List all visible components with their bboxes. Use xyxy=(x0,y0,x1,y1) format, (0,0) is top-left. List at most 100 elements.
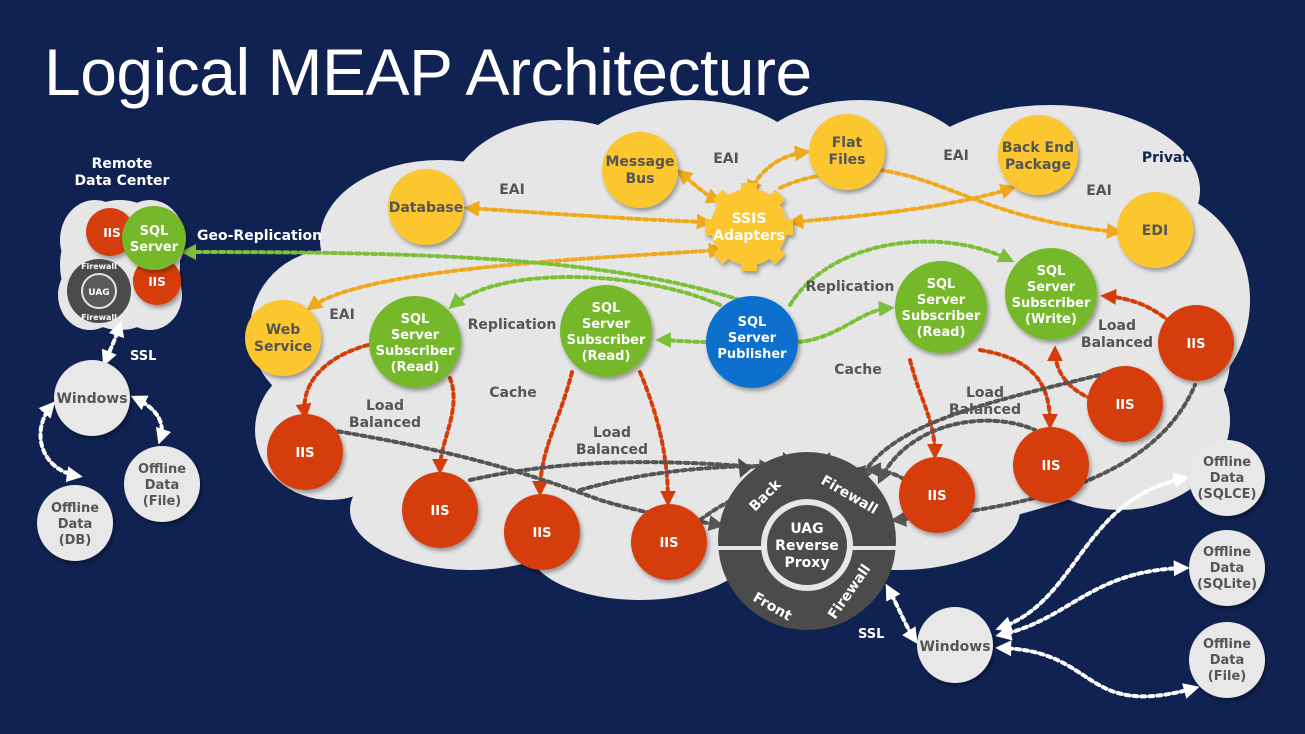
replication-arrow-write xyxy=(788,239,1015,307)
remote-iis-top: IIS xyxy=(86,208,134,256)
client-windows-node[interactable]: Windows xyxy=(917,607,993,683)
database-node: Database xyxy=(388,169,464,245)
svg-text:IIS: IIS xyxy=(1041,459,1060,474)
geo-replication-arrow xyxy=(180,244,742,302)
svg-text:Firewall: Firewall xyxy=(81,262,117,271)
arrow-windows-db xyxy=(38,401,83,483)
lb-arrow-4 xyxy=(638,370,676,507)
remote-uag: UAG Firewall Firewall xyxy=(67,259,131,323)
cache-label-2: Cache xyxy=(834,362,881,378)
eai-label-2: EAI xyxy=(713,151,739,167)
remote-ssl-label: SSL xyxy=(130,349,156,364)
svg-text:IIS: IIS xyxy=(430,504,449,519)
svg-text:IIS: IIS xyxy=(1186,337,1205,352)
lb-arrow-5 xyxy=(908,358,943,460)
ssl-arrow-remote xyxy=(101,320,125,367)
eai-label-5: EAI xyxy=(329,307,355,323)
replication-label-2: Replication xyxy=(806,279,895,295)
svg-text:UAG: UAG xyxy=(88,288,109,298)
proxy-arrow-6 xyxy=(857,368,1122,485)
lb-arrow-2 xyxy=(432,376,456,475)
lb-arrow-8 xyxy=(1100,288,1172,324)
svg-text:IIS: IIS xyxy=(295,446,314,461)
iis-node-7: IIS xyxy=(1087,366,1163,442)
iis-node-4: IIS xyxy=(631,504,707,580)
eai-arrow-web-service xyxy=(306,242,725,311)
svg-text:Firewall: Firewall xyxy=(81,313,117,322)
svg-text:IIS: IIS xyxy=(659,536,678,551)
iis-node-8: IIS xyxy=(1158,305,1234,381)
eai-label-3: EAI xyxy=(943,148,969,164)
iis-node-6: IIS xyxy=(1013,427,1089,503)
svg-text:IIS: IIS xyxy=(927,489,946,504)
eai-arrow-edi xyxy=(878,168,1123,239)
arrow-windows-file xyxy=(130,395,172,445)
geo-replication-label: Geo-Replication xyxy=(197,228,322,244)
svg-text:IIS: IIS xyxy=(103,226,121,240)
lb-arrow-6 xyxy=(978,348,1058,430)
arrow-file xyxy=(995,640,1200,699)
eai-arrow-back-end xyxy=(787,183,1017,230)
proxy-arrow-2 xyxy=(468,459,775,482)
replication-arrow-center xyxy=(655,332,708,349)
arrow-sqlite xyxy=(995,560,1190,641)
private-cloud-label: Private Cloud xyxy=(1142,150,1248,166)
svg-text:Windows: Windows xyxy=(56,391,127,407)
eai-label-4: EAI xyxy=(1086,183,1112,199)
proxy-arrow-5 xyxy=(877,418,1037,485)
eai-arrow-database xyxy=(463,200,713,230)
page-title: Logical MEAP Architecture xyxy=(44,35,812,109)
svg-text:EDI: EDI xyxy=(1142,223,1168,239)
iis-node-3: IIS xyxy=(504,494,580,570)
cache-label-1: Cache xyxy=(489,385,536,401)
svg-text:Database: Database xyxy=(389,200,464,216)
iis-node-2: IIS xyxy=(402,472,478,548)
replication-arrow-right xyxy=(796,300,895,344)
eai-label-1: EAI xyxy=(499,182,525,198)
iis-node-5: IIS xyxy=(899,457,975,533)
remote-iis-bottom: IIS xyxy=(133,257,181,305)
edi-node: EDI xyxy=(1117,192,1193,268)
svg-text:IIS: IIS xyxy=(148,275,166,289)
ssl-arrow-front xyxy=(885,583,918,644)
replication-label-1: Replication xyxy=(468,317,557,333)
svg-text:IIS: IIS xyxy=(1115,398,1134,413)
remote-windows-node[interactable]: Windows xyxy=(54,360,130,436)
